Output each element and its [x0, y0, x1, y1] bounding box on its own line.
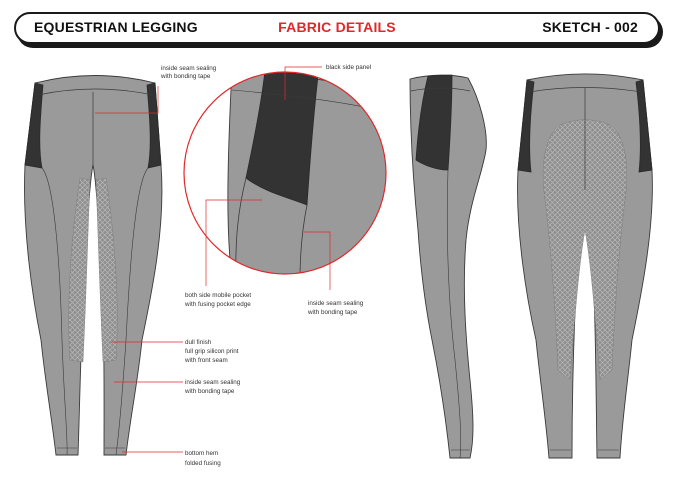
back-right-side-panel	[635, 79, 653, 173]
front-left-side-panel	[24, 82, 44, 169]
callout-seam-top: inside seam sealing with bonding tape	[160, 65, 218, 80]
back-waist-line	[528, 87, 642, 93]
leader-pocket	[205, 199, 262, 286]
section-title: FABRIC DETAILS	[278, 19, 396, 35]
zoom-black-panel	[245, 72, 319, 206]
side-seam-line	[446, 169, 462, 459]
callout-hem: bottom hem folded fusing	[185, 450, 221, 467]
leader-seam-top	[95, 86, 159, 114]
sketch-number: SKETCH - 002	[542, 19, 638, 35]
front-grip-left	[68, 177, 91, 363]
front-view-legging	[24, 75, 163, 456]
callout-seam-lower: inside seam sealing with bonding tape	[184, 379, 242, 395]
side-black-panel	[415, 74, 453, 171]
callout-grip: dull finish full grip silicon print with…	[184, 339, 240, 364]
callout-leaders	[95, 66, 331, 453]
callout-side-panel: black side panel	[326, 64, 371, 71]
side-view-legging	[409, 74, 487, 459]
front-waistband-line	[37, 88, 154, 96]
callout-pocket: both side mobile pocket with fusing pock…	[184, 292, 253, 308]
sheet-title: EQUESTRIAN LEGGING	[34, 19, 198, 35]
front-right-side-panel	[146, 82, 162, 169]
title-bar: EQUESTRIAN LEGGING FABRIC DETAILS SKETCH…	[14, 12, 660, 44]
back-left-side-panel	[517, 79, 535, 173]
front-right-pocket-seam	[115, 167, 149, 456]
side-waist-line	[410, 87, 471, 92]
front-left-pocket-seam	[41, 167, 68, 456]
leader-seam-zoom	[304, 231, 331, 290]
leader-side-panel	[284, 66, 322, 100]
back-seat-grip	[542, 119, 627, 381]
callout-notes: inside seam sealing with bonding tape bl…	[160, 64, 371, 467]
zoom-detail-circle	[183, 71, 387, 275]
callout-seam-zoom: inside seam sealing with bonding tape	[307, 300, 365, 316]
back-view-legging	[517, 73, 653, 459]
front-grip-right	[95, 177, 118, 363]
